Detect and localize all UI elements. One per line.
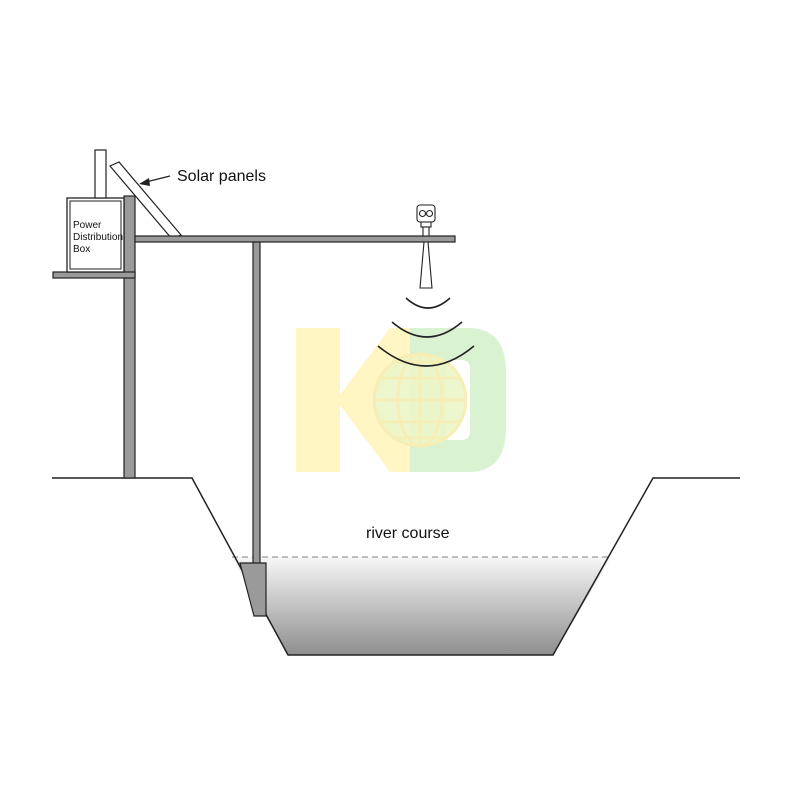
ground-profile xyxy=(52,477,740,656)
kd-globe-watermark xyxy=(296,328,506,472)
watermark-k-letter xyxy=(296,328,432,472)
signal-wave-1 xyxy=(405,297,451,309)
power-box-label-line1: Power xyxy=(73,220,102,231)
power-box-label-line3: Box xyxy=(73,244,90,255)
solar-panels-callout: Solar panels xyxy=(139,168,266,186)
solar-panel xyxy=(109,161,182,240)
river-channel xyxy=(52,477,740,656)
river-course-label: river course xyxy=(366,525,450,542)
power-box-label-line2: Distribution xyxy=(73,232,123,243)
mounting-pole xyxy=(123,195,136,479)
signal-wave-2 xyxy=(391,321,463,338)
box-shelf xyxy=(52,271,136,279)
radar-level-sensor-icon xyxy=(416,204,436,289)
signal-wave-icon xyxy=(377,297,475,367)
signal-wave-3 xyxy=(377,345,475,367)
water-body xyxy=(232,557,611,655)
power-distribution-box: Power Distribution Box xyxy=(66,197,125,273)
support-post xyxy=(252,241,261,565)
horizontal-arm xyxy=(134,235,456,243)
post-footing xyxy=(239,562,267,617)
solar-panels-label: Solar panels xyxy=(177,168,266,185)
watermark-globe-icon xyxy=(372,352,468,448)
solar-mast xyxy=(94,149,107,199)
